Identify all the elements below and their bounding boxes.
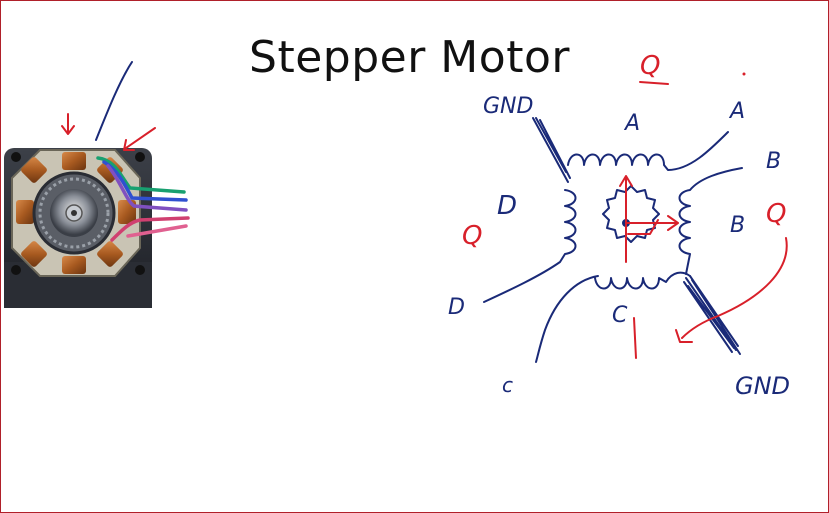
label-q-right: Q [766, 199, 786, 229]
red-arrow-up [619, 175, 633, 224]
red-curve-arrow [681, 237, 788, 339]
label-a-outer: A [728, 99, 745, 124]
gnd-top-wire [532, 117, 569, 183]
label-gnd-top: GND [483, 94, 533, 119]
coil-d [483, 189, 577, 303]
label-q-left: Q [462, 221, 482, 251]
label-q-top: Q [640, 51, 660, 81]
motor-wires [96, 156, 190, 242]
label-b: B [766, 149, 781, 174]
red-arrow-right-rotor [625, 215, 679, 231]
red-arrow-right [123, 127, 156, 151]
label-gnd-bottom: GND [735, 372, 790, 400]
label-c: C [612, 303, 628, 328]
coil-b [678, 167, 743, 275]
coil-c-lead [535, 275, 599, 363]
label-a: A [623, 111, 640, 136]
gnd-bottom-wire [683, 275, 741, 355]
label-d-outer: D [448, 295, 465, 320]
label-c-outer: c [502, 373, 513, 397]
coil-a [567, 131, 729, 171]
red-arrow-left [61, 113, 75, 135]
slide-title: Stepper Motor [249, 32, 570, 83]
ink-wire-to-motor [95, 61, 133, 141]
label-d: D [497, 191, 517, 221]
label-b-coil: B [730, 213, 745, 238]
rotor-gear-sketch [602, 185, 660, 243]
coil-c [594, 271, 691, 290]
